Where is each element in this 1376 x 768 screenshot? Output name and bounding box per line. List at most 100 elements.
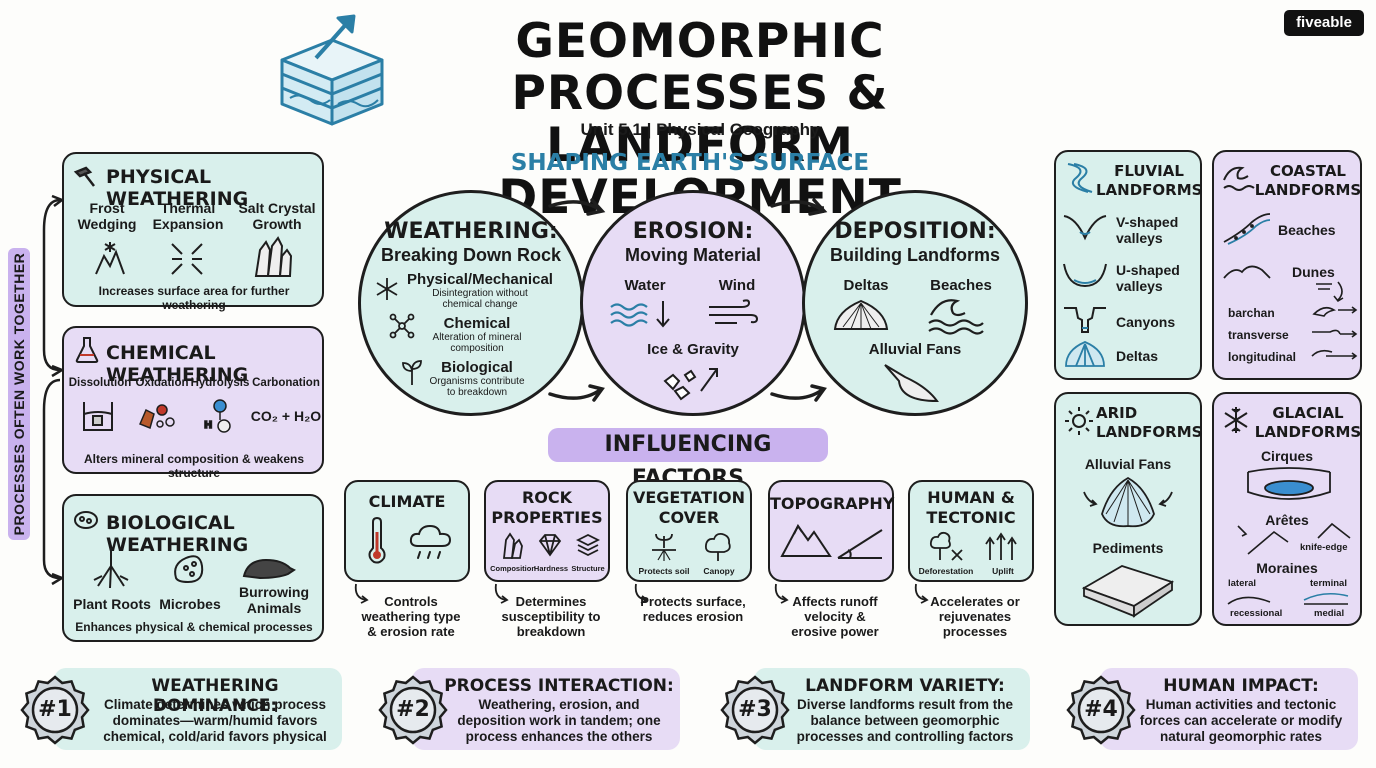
v-valley-icon [1062,212,1108,247]
canopy-label: Canopy [703,566,735,576]
deposition-circle-subtitle: Building Landforms [830,245,1000,265]
coastal-landforms-card: COASTAL LANDFORMS Beaches Dunes barchan … [1212,150,1362,380]
fluvial-delta-icon [1062,340,1108,375]
thermal-expansion-label: Thermal Expansion [152,200,224,232]
insight-badge-inner-3 [731,686,779,734]
delta-icon [831,299,891,338]
biological-weathering-card: BIOLOGICAL WEATHERING Plant Roots Microb… [62,494,324,642]
rain-cloud-icon [408,524,454,569]
weathering-circle-subtitle: Breaking Down Rock [380,245,562,265]
insight-badge-inner-4 [1077,686,1125,734]
factor-human-tectonic-title: HUMAN & TECTONIC [926,488,1016,527]
frost-wedging-label: Frost Wedging [77,200,137,232]
wave-icon [1222,164,1255,197]
deposition-circle-title: DEPOSITION: [834,219,996,244]
fluvial-deltas-label: Deltas [1116,348,1159,364]
water-label: Water [624,277,666,294]
salt-crystal-icon [250,236,294,283]
logo-rock-layers-icon [276,12,388,130]
arete-icon [1234,522,1354,561]
snowflake-icon [375,277,399,306]
salt-crystal-growth-label: Salt Crystal Growth [238,200,316,232]
burrowing-animals-label: Burrowing Animals [239,584,309,616]
deforestation-icon [929,531,964,567]
mountain-slope-icon [778,518,884,567]
biological-weathering-footer: Enhances physical & chemical processes [75,620,313,634]
wind-icon [707,299,759,334]
u-shaped-valleys-label: U-shaped valleys [1116,262,1180,294]
chemical-weathering-title: CHEMICAL WEATHERING [106,342,249,386]
center-heading: SHAPING EARTH'S SURFACE [510,150,870,176]
dunes-label: Dunes [1292,264,1335,280]
cirque-icon [1244,466,1334,511]
factor-vegetation-title: VEGETATION COVER [632,488,746,527]
insight-1-title: WEATHERING DOMINANCE: [151,676,279,716]
title-line-1: GEOMORPHIC PROCESSES & [511,14,889,121]
glacier-snowflake-icon [1222,406,1250,439]
recessional-label: recessional [1230,608,1283,619]
chemical-weathering-card: CHEMICAL WEATHERING Dissolution Oxidatio… [62,326,324,480]
insight-badge-inner-2 [389,686,437,734]
dunes-icon [1222,260,1272,285]
insight-4-title: HUMAN IMPACT: [1163,676,1319,696]
glacial-landforms-title: GLACIAL LANDFORMS [1254,404,1362,441]
insight-badges [0,668,1376,750]
arid-landforms-card: ARID LANDFORMS Alluvial Fans Pediments [1054,392,1202,626]
hammer-icon [72,164,98,195]
flask-icon [74,336,100,369]
deltas-label: Deltas [843,277,889,294]
rocks-falling-icon [661,361,723,406]
factor-vegetation-note: Protects surface, reduces erosion [640,594,746,624]
insight-3-badge-text: #3 [738,697,772,722]
hydrolysis-label: Hydrolysis [190,377,250,389]
carbonation-formula: CO₂ + H₂O [250,408,322,424]
erosion-circle-subtitle: Moving Material [624,245,762,265]
insight-2-card [412,668,680,750]
glacial-landforms-card: GLACIAL LANDFORMS Cirques Arêtes knife-e… [1212,392,1362,626]
seedling-icon [650,532,678,567]
chemical-weathering-footer: Alters mineral composition & weakens str… [83,452,305,480]
chemical-label: Chemical [443,315,511,332]
factor-note-arrows [344,580,1044,610]
terminal-label: terminal [1310,578,1347,589]
brand-logo: fiveable [1284,10,1364,36]
beach-icon [1222,212,1272,251]
longitudinal-label: longitudinal [1228,350,1296,364]
factor-rock-properties-title: ROCK PROPERTIES [491,488,603,527]
insight-3-text: Diverse landforms result from the balanc… [796,697,1014,744]
physical-weathering-card: PHYSICAL WEATHERING Frost Wedging Therma… [62,152,324,312]
insight-1-badge-text: #1 [38,697,72,722]
composition-label: Composition [490,564,536,573]
ice-gravity-label: Ice & Gravity [647,341,739,358]
influencing-factors-pill: INFLUENCING FACTORS [548,428,828,491]
factor-topography-card: TOPOGRAPHY [768,480,894,582]
factor-climate-card: CLIMATE [344,480,470,582]
canyons-label: Canyons [1116,314,1176,330]
microbes-icon [168,548,210,593]
physical-mechanical-label: Physical/Mechanical [407,271,553,288]
dune-type-arrows [1310,302,1358,377]
factor-climate-title: CLIMATE [368,492,446,511]
biological-label: Biological [441,359,513,376]
structure-label: Structure [571,564,605,573]
chemical-desc: Alteration of mineral composition [432,332,522,354]
insight-4-card [1100,668,1358,750]
deposition-circle: DEPOSITION: Building Landforms Deltas Be… [802,190,1028,416]
plant-roots-icon [88,546,134,595]
factor-rock-properties-note: Determines susceptibility to breakdown [501,594,601,639]
hardness-label: Hardness [533,564,569,573]
u-valley-icon [1062,260,1108,295]
factor-topography-note: Affects runoff velocity & erosive power [791,594,879,639]
plant-roots-label: Plant Roots [73,596,151,612]
alluvial-fans-label: Alluvial Fans [868,341,962,358]
beaker-icon [80,398,116,439]
process-flow-arrows [360,180,1060,420]
aretes-label: Arêtes [1265,512,1309,528]
canyon-icon [1062,304,1108,339]
water-waves-icon [609,297,673,338]
protects-soil-label: Protects soil [638,566,690,576]
factor-human-tectonic-note: Accelerates or rejuvenates processes [930,594,1020,639]
factor-topography-title: TOPOGRAPHY [770,494,895,513]
arid-landforms-title: ARID LANDFORMS [1096,404,1203,441]
insight-3-card [754,668,1030,750]
